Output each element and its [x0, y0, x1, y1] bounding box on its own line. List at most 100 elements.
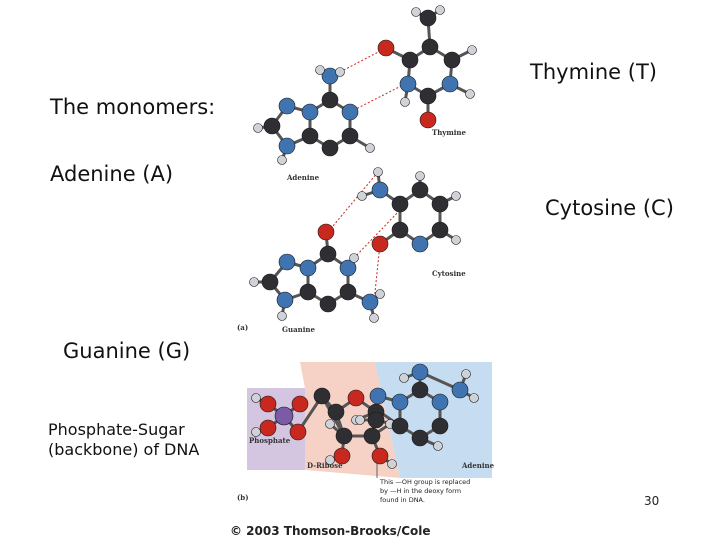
label-backbone: Phosphate-Sugar (backbone) of DNA [48, 420, 200, 459]
adenine-b-atom-H [469, 393, 479, 403]
phosphate-atom-O [259, 395, 277, 413]
adenine-b-atom-C [411, 429, 429, 447]
adenine-b-atom-N [451, 381, 469, 399]
thymine-atom-H [400, 97, 410, 107]
hydrogen-bond-a-t-1 [339, 47, 387, 73]
thymine-atom-C [401, 51, 419, 69]
thymine-atom-O [419, 111, 437, 129]
cytosine-atom-N [371, 181, 389, 199]
guanine-atom-C [319, 245, 337, 263]
thymine-atom-N [399, 75, 417, 93]
adenine-b-atom-C [391, 417, 409, 435]
d-ribose-atom-C [313, 387, 331, 405]
figure-label-phosphate: Phosphate [249, 436, 291, 445]
cytosine-atom-C [391, 195, 409, 213]
deoxy-note-line-2: by —H in the deoxy form [380, 487, 461, 495]
adenine-b-atom-H [355, 415, 365, 425]
thymine-atom-N [441, 75, 459, 93]
guanine-atom-H [375, 289, 385, 299]
adenine-atom-C [263, 117, 281, 135]
phosphate-atom-O [289, 423, 307, 441]
adenine-atom-C [341, 127, 359, 145]
thymine-atom-C [443, 51, 461, 69]
label-guanine: Guanine (G) [63, 339, 191, 363]
cytosine-atom-N [411, 235, 429, 253]
guanine-atom-H [277, 311, 287, 321]
figure-label-cytosine: Cytosine [432, 269, 466, 278]
adenine-b-atom-C [367, 411, 385, 429]
cytosine-atom-H [451, 235, 461, 245]
thymine-atom-O [377, 39, 395, 57]
thymine-atom-C [419, 9, 437, 27]
cytosine-atom-C [431, 195, 449, 213]
d-ribose-atom-C [335, 427, 353, 445]
hydrogen-bond-g-c-3 [373, 243, 381, 303]
label-cytosine: Cytosine (C) [545, 196, 674, 220]
slide-number: 30 [644, 494, 660, 508]
figure-label-thymine: Thymine [432, 128, 467, 137]
cytosine-atom-C [391, 221, 409, 239]
adenine-atom-N [341, 103, 359, 121]
thymine-atom-H [467, 45, 477, 55]
cytosine-atom-H [373, 167, 383, 177]
adenine-atom-H [335, 67, 345, 77]
cytosine-atom-O [371, 235, 389, 253]
cytosine-atom-C [411, 181, 429, 199]
d-ribose-atom-C [327, 403, 345, 421]
adenine-atom-H [365, 143, 375, 153]
heading-the-monomers: The monomers: [50, 95, 216, 119]
phosphate-atom-P [274, 406, 294, 426]
cytosine-atom-H [357, 191, 367, 201]
cytosine-atom-C [431, 221, 449, 239]
guanine-atom-O [317, 223, 335, 241]
adenine-b-atom-N [391, 393, 409, 411]
adenine-atom-H [277, 155, 287, 165]
label-thymine: Thymine (T) [530, 60, 657, 84]
adenine-atom-C [301, 127, 319, 145]
adenine-atom-C [321, 91, 339, 109]
panel-a-label: (a) [237, 323, 248, 332]
adenine-b-atom-N [369, 387, 387, 405]
guanine-atom-H [249, 277, 259, 287]
hydrogen-bonds-layer [327, 47, 406, 303]
guanine-atom-N [276, 291, 294, 309]
guanine-atom-N [339, 259, 357, 277]
phosphate-atom-H [251, 427, 261, 437]
adenine-b-atom-N [431, 393, 449, 411]
figure-label-adenine-b: Adenine [461, 461, 495, 470]
adenine-b-atom-C [411, 381, 429, 399]
label-adenine: Adenine (A) [50, 162, 174, 186]
hydrogen-bond-a-t-2 [349, 83, 406, 113]
panel-b-label: (b) [237, 493, 249, 502]
adenine-b-atom-H [433, 441, 443, 451]
guanine-atom-C [339, 283, 357, 301]
hydrogen-bond-g-c-1 [327, 171, 379, 233]
adenine-b-atom-C [431, 417, 449, 435]
d-ribose-atom-H [325, 455, 335, 465]
guanine-atom-C [299, 283, 317, 301]
cytosine-atom-H [451, 191, 461, 201]
deoxy-note-line-1: This —OH group is replaced [379, 478, 470, 486]
adenine-b-atom-H [461, 369, 471, 379]
copyright-notice: © 2003 Thomson-Brooks/Cole [230, 524, 431, 538]
d-ribose-atom-O [333, 447, 351, 465]
deoxy-note-line-3: found in DNA. [380, 496, 425, 504]
guanine-atom-N [299, 259, 317, 277]
d-ribose-atom-O [347, 389, 365, 407]
atoms-layer [249, 5, 479, 469]
d-ribose-atom-O [371, 447, 389, 465]
thymine-atom-C [421, 38, 439, 56]
thymine-atom-H [411, 7, 421, 17]
guanine-atom-H [349, 253, 359, 263]
figure-label-guanine: Guanine [282, 325, 315, 334]
guanine-atom-C [319, 295, 337, 313]
d-ribose-atom-C [363, 427, 381, 445]
thymine-atom-H [465, 89, 475, 99]
adenine-b-atom-H [399, 373, 409, 383]
adenine-atom-N [301, 103, 319, 121]
adenine-atom-N [278, 137, 296, 155]
adenine-atom-N [278, 97, 296, 115]
guanine-atom-N [361, 293, 379, 311]
guanine-atom-N [278, 253, 296, 271]
